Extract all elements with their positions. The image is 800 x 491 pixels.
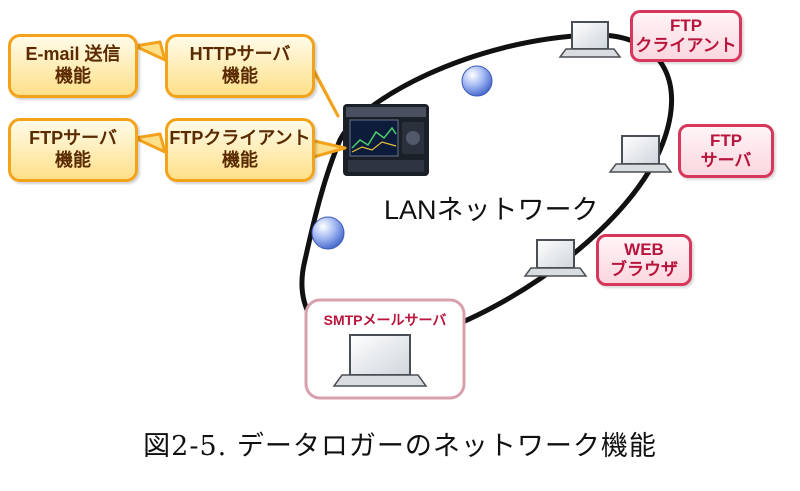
callout-http: HTTPサーバ 機能 bbox=[165, 34, 315, 98]
network-hub-icon bbox=[311, 216, 345, 250]
network-hub-icon bbox=[461, 65, 493, 97]
node-ftp-client-label: FTP クライアント bbox=[635, 16, 737, 55]
laptop-icon bbox=[608, 135, 673, 173]
lan-network-label: LANネットワーク bbox=[384, 195, 599, 225]
callout-ftp-server-label: FTPサーバ 機能 bbox=[29, 128, 117, 170]
callout-tail bbox=[133, 40, 167, 62]
callout-http-label: HTTPサーバ 機能 bbox=[189, 44, 291, 86]
laptop-icon bbox=[558, 21, 622, 58]
node-ftp-client: FTP クライアント bbox=[630, 10, 742, 62]
laptop-icon bbox=[332, 334, 428, 387]
lan-ring bbox=[299, 32, 675, 347]
callout-ftp-client-label: FTPクライアント 機能 bbox=[169, 128, 311, 170]
callout-tail bbox=[133, 132, 167, 154]
laptop-icon bbox=[523, 239, 588, 277]
data-logger-icon bbox=[343, 104, 429, 176]
node-ftp-server: FTP サーバ bbox=[678, 124, 774, 178]
node-smtp-server-label: SMTPメールサーバ bbox=[323, 312, 447, 328]
callout-ftp-client: FTPクライアント 機能 bbox=[165, 118, 315, 182]
node-ftp-server-label: FTP サーバ bbox=[700, 131, 752, 170]
node-web-browser: WEB ブラウザ bbox=[596, 234, 692, 286]
callout-email-label: E-mail 送信 機能 bbox=[25, 44, 121, 86]
figure-caption: 図2-5. データロガーのネットワーク機能 bbox=[143, 431, 657, 462]
node-web-browser-label: WEB ブラウザ bbox=[610, 240, 678, 279]
callout-ftp-server: FTPサーバ 機能 bbox=[8, 118, 138, 182]
callout-email: E-mail 送信 機能 bbox=[8, 34, 138, 98]
